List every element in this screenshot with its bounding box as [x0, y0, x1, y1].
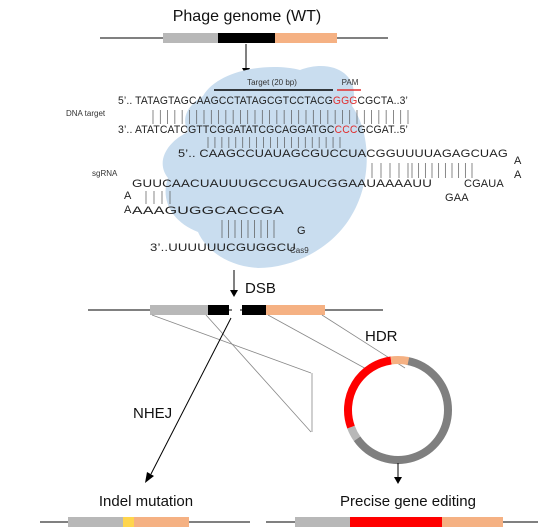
indel-segment-yellow [123, 517, 134, 527]
dsb-segment-gray [150, 305, 208, 315]
arrow-down-2 [230, 270, 238, 297]
precise-label: Precise gene editing [340, 493, 476, 510]
indel-label: Indel mutation [99, 493, 193, 510]
dna-bottom-strand: 3’.. ATATCATCGTTCGGATATCGCAGGATGCCCCGCGA… [118, 124, 408, 136]
nhej-arrow [145, 317, 232, 483]
sgrna-hairpin-ticks [145, 191, 275, 238]
wt-segment-gray [163, 33, 218, 43]
dna-bottom-suffix: GCGAT..5’ [358, 124, 408, 136]
plasmid-arc [405, 356, 452, 411]
sgrna-line-2: GUUCAACUAUUUGCCUGAUCGGAAUAAAAUU [132, 178, 432, 190]
sgrna-line-1: 5’.. CAAGCCUAUAGCGUCCUACGGUUUUAGAGCUAG [178, 148, 508, 160]
precise-segment-red [350, 517, 442, 527]
title-phage-genome: Phage genome (WT) [173, 8, 322, 25]
precise-segment-orange [442, 517, 503, 527]
indel-genome-bar [40, 517, 250, 527]
dna-bottom-prefix: 3’.. ATATCATCGTTCGGATATCGCAGGATGC [118, 124, 335, 136]
sgrna-line-2-right: CGAUA [464, 178, 504, 190]
dna-base-pair-ticks [152, 110, 409, 124]
dna-bottom-pam: CCC [335, 124, 358, 136]
precise-genome-bar [266, 517, 538, 527]
sgrna-left-a2: A [124, 204, 132, 216]
sgrna-gaa: GAA [445, 192, 469, 204]
target-label: Target (20 bp) [247, 78, 297, 87]
sgrna-g-letter: G [297, 225, 306, 237]
dna-top-suffix: CGCTA..3’ [357, 95, 408, 107]
cas9-label: Cas9 [290, 246, 309, 255]
plasmid-arc [344, 356, 392, 429]
indel-segment-gray [68, 517, 123, 527]
wt-genome-bar [100, 33, 388, 43]
dna-top-strand: 5’.. TATAGTAGCAAGCCTATAGCGTCCTACGGGGCGCT… [118, 95, 408, 107]
dna-target-label: DNA target [66, 109, 106, 118]
wt-segment-orange [275, 33, 337, 43]
sgrna-loop-a2: A [514, 169, 522, 181]
dsb-label: DSB [245, 280, 276, 297]
precise-segment-gray [295, 517, 350, 527]
dna-top-prefix: 5’.. TATAGTAGCAAGCCTATAGCGTCCTACG [118, 95, 333, 107]
sgrna-loop-a1: A [514, 155, 522, 167]
plasmid-arc [390, 356, 410, 366]
sgrna-label: sgRNA [92, 169, 118, 178]
dsb-segment-black-right [242, 305, 266, 315]
rna-dna-pair-ticks [207, 137, 341, 148]
nhej-label: NHEJ [133, 405, 172, 422]
wt-segment-black [218, 33, 275, 43]
sgrna-left-a1: A [124, 190, 132, 202]
hdr-arrow [394, 463, 402, 484]
cas9-shape [162, 66, 367, 268]
dsb-segment-orange [266, 305, 325, 315]
dsb-genome-bar [88, 305, 383, 315]
pam-label: PAM [342, 78, 359, 87]
indel-segment-orange [134, 517, 189, 527]
hdr-label: HDR [365, 328, 398, 345]
plasmid-arc [347, 425, 361, 441]
sgrna-line-3: AAAGUGGCACCGA [132, 205, 285, 217]
dna-top-pam: GGG [333, 95, 358, 107]
sgrna-line-4: 3’..UUUUUUCGUGGCU [150, 242, 296, 254]
sgrna-stem-ticks [371, 163, 473, 178]
plasmid-arc [353, 409, 452, 464]
donor-plasmid [344, 356, 452, 464]
dsb-segment-black-left [208, 305, 229, 315]
